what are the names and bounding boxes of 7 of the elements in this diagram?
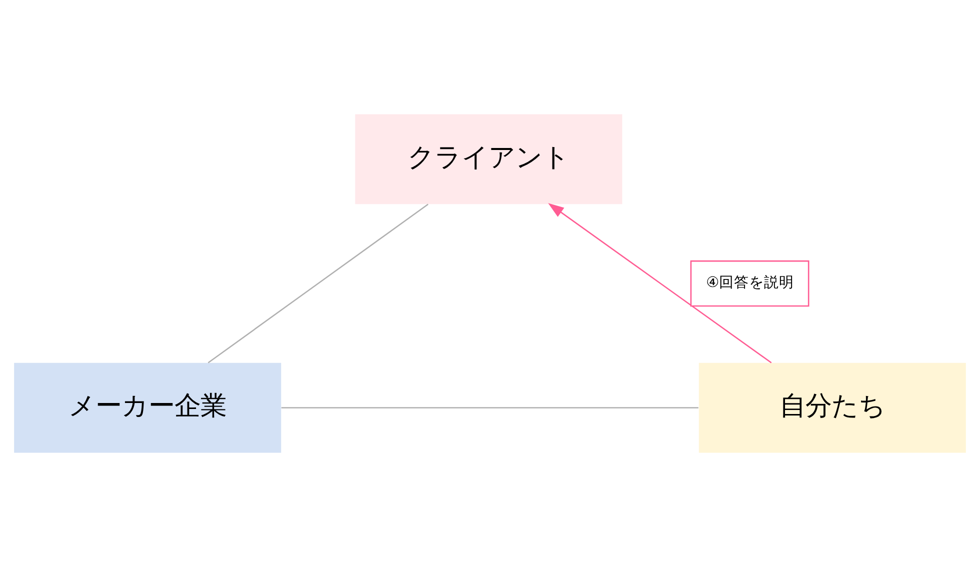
connector xyxy=(281,406,698,408)
arrow xyxy=(548,202,772,363)
node-box: メーカー企業 xyxy=(14,362,282,452)
connector xyxy=(208,203,428,363)
edge-label: ④回答を説明 xyxy=(706,274,794,291)
node-box: 自分たち xyxy=(698,362,966,452)
node-box: クライアント xyxy=(355,114,622,204)
